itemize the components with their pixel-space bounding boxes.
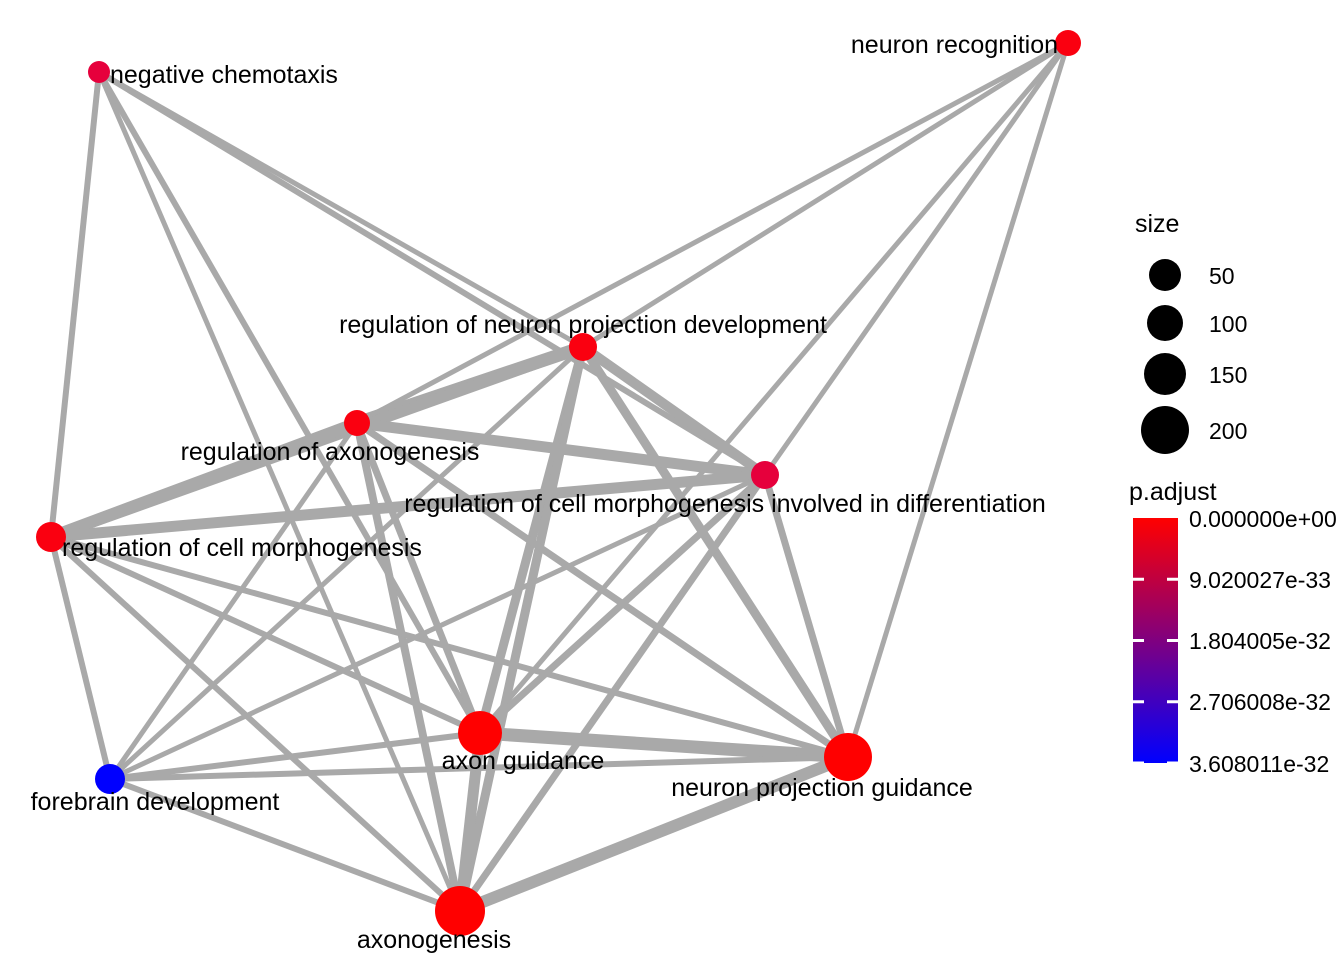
network-node[interactable] [458,711,502,755]
network-edge [580,342,768,480]
network-node[interactable] [95,764,125,794]
network-node[interactable] [1055,30,1081,56]
network-node[interactable] [344,410,370,436]
color-legend-label: 1.804005e-32 [1189,628,1331,654]
network-edge [48,71,102,538]
size-legend-label: 150 [1209,362,1247,388]
network-edge [49,534,482,736]
size-legend-label: 200 [1209,418,1247,444]
size-legend-circle [1149,259,1181,291]
network-edge [845,42,1071,758]
color-legend-title: p.adjust [1129,478,1217,506]
network-edge [356,417,766,481]
network-edge [761,474,852,758]
network-node[interactable] [88,61,110,83]
node-label: forebrain development [31,788,280,816]
edge-layer [48,40,1071,917]
node-label: axon guidance [442,747,605,775]
network-node[interactable] [751,461,779,489]
size-legend-title: size [1135,210,1179,238]
color-legend-label: 9.020027e-33 [1189,567,1331,593]
node-label-layer: negative chemotaxis neuron recognition reg… [31,31,1058,954]
network-edge [355,40,1070,426]
network-edge [457,472,768,914]
network-edge [478,41,1070,735]
size-legend-label: 50 [1209,263,1235,289]
size-legend: size 50 100 150 200 [1135,210,1247,454]
network-edge [581,40,1070,350]
network-edge [477,472,768,736]
node-label: regulation of cell morphogenesis [62,534,422,562]
network-edge [109,730,481,782]
color-legend-label: 2.706008e-32 [1189,689,1331,715]
node-label: neuron recognition [851,31,1058,59]
network-edge [353,421,484,735]
network-edge [107,421,360,781]
network-edge [454,732,486,912]
color-legend-label: 3.608011e-32 [1189,751,1329,777]
network-edge [97,69,767,478]
network-edge [50,469,766,543]
node-label: regulation of axonogenesis [181,438,480,466]
network-node[interactable] [824,733,872,781]
network-node[interactable] [569,333,597,361]
network-edge [108,776,462,914]
network-edge [457,751,851,917]
node-label: axonogenesis [357,926,511,954]
network-edge [48,534,463,914]
node-label: regulation of cell morphogenesis involve… [404,490,1046,518]
network-edge [96,70,483,735]
network-edge [109,754,849,782]
node-label: neuron projection guidance [671,774,973,802]
network-edge [50,534,849,760]
color-legend-label: 0.000000e+00 [1189,506,1337,532]
network-edge [108,472,767,782]
size-legend-circle [1147,305,1183,341]
size-legend-label: 100 [1209,311,1247,337]
network-edge [762,41,1071,477]
node-label: regulation of neuron projection developm… [339,311,827,339]
network-edge [455,346,588,912]
size-legend-circle [1144,353,1186,395]
network-node[interactable] [36,522,66,552]
network-edge [579,344,852,760]
network-node[interactable] [435,886,485,936]
network-edge [355,420,850,760]
network-edge [48,536,113,780]
node-label: negative chemotaxis [110,61,338,89]
network-edge [48,417,360,543]
node-layer [36,30,1081,936]
network-edge [479,726,849,764]
size-legend-circle [1141,406,1189,454]
network-edge [108,345,585,781]
